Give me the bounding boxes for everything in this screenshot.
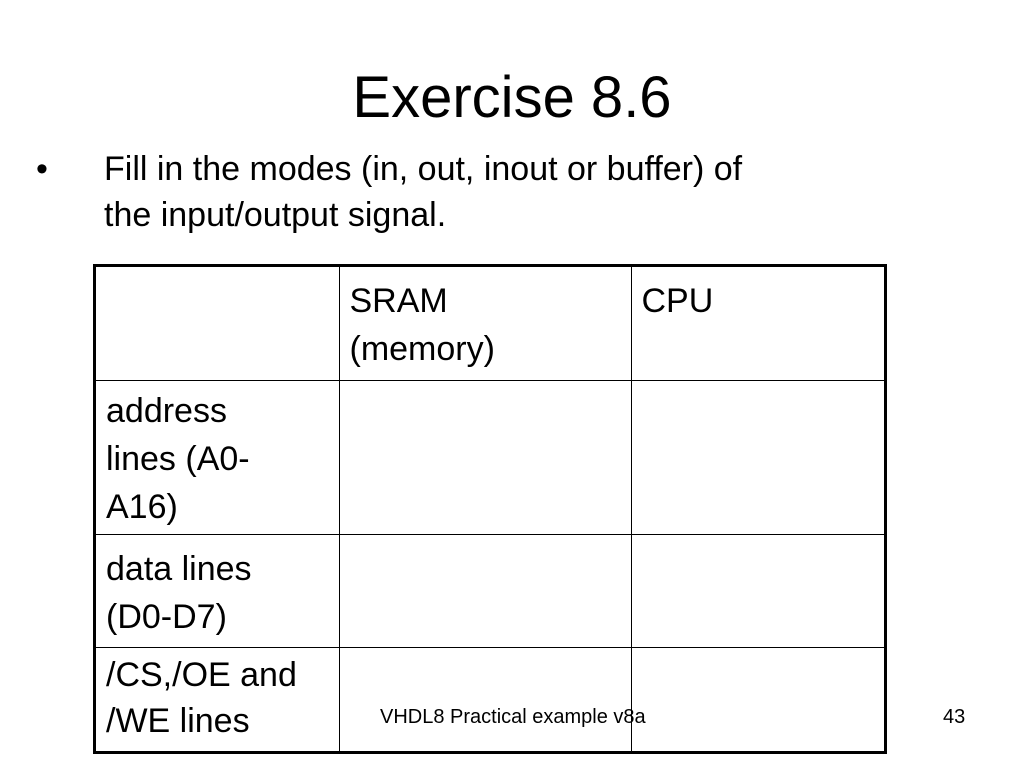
row-label-line: (D0-D7) [106,597,227,636]
address-sram-mode-cell [338,379,632,535]
row-label-line: data lines [106,549,252,588]
table-row: data lines (D0-D7) [96,533,884,648]
bullet-text-line-2: the input/output signal. [104,196,447,234]
table-row: address lines (A0- A16) [96,379,884,535]
bullet-text-line-1: Fill in the modes (in, out, inout or buf… [104,150,743,188]
row-label-line: A16) [106,487,178,526]
data-cpu-mode-cell [630,533,884,648]
data-sram-mode-cell [338,533,632,648]
row-label-line: /CS,/OE and [106,655,297,694]
header-sram-line-2: (memory) [349,330,495,368]
row-label-control-lines: /CS,/OE and /WE lines [96,646,340,751]
modes-table: SRAM (memory) CPU address lines (A0- A16… [93,264,887,754]
table-header-row: SRAM (memory) CPU [96,267,884,381]
header-sram-line-1: SRAM [349,282,448,320]
bullet-text: Fill in the modes (in, out, inout or buf… [104,146,884,238]
row-label-address-lines: address lines (A0- A16) [96,379,340,535]
header-cpu-cell: CPU [630,267,884,381]
header-sram-cell: SRAM (memory) [338,267,632,381]
table-row: /CS,/OE and /WE lines [96,646,884,751]
header-corner-cell [96,267,340,381]
slide-title: Exercise 8.6 [352,65,672,130]
page-number: 43 [943,706,966,728]
footer-text: VHDL8 Practical example v8a [380,706,646,728]
control-sram-mode-cell [338,646,632,751]
bullet-marker: • [36,150,48,188]
address-cpu-mode-cell [630,379,884,535]
row-label-data-lines: data lines (D0-D7) [96,533,340,648]
row-label-line: lines (A0- [106,439,250,478]
row-label-line: address [106,391,227,430]
control-cpu-mode-cell [630,646,884,751]
row-label-line: /WE lines [106,701,250,740]
